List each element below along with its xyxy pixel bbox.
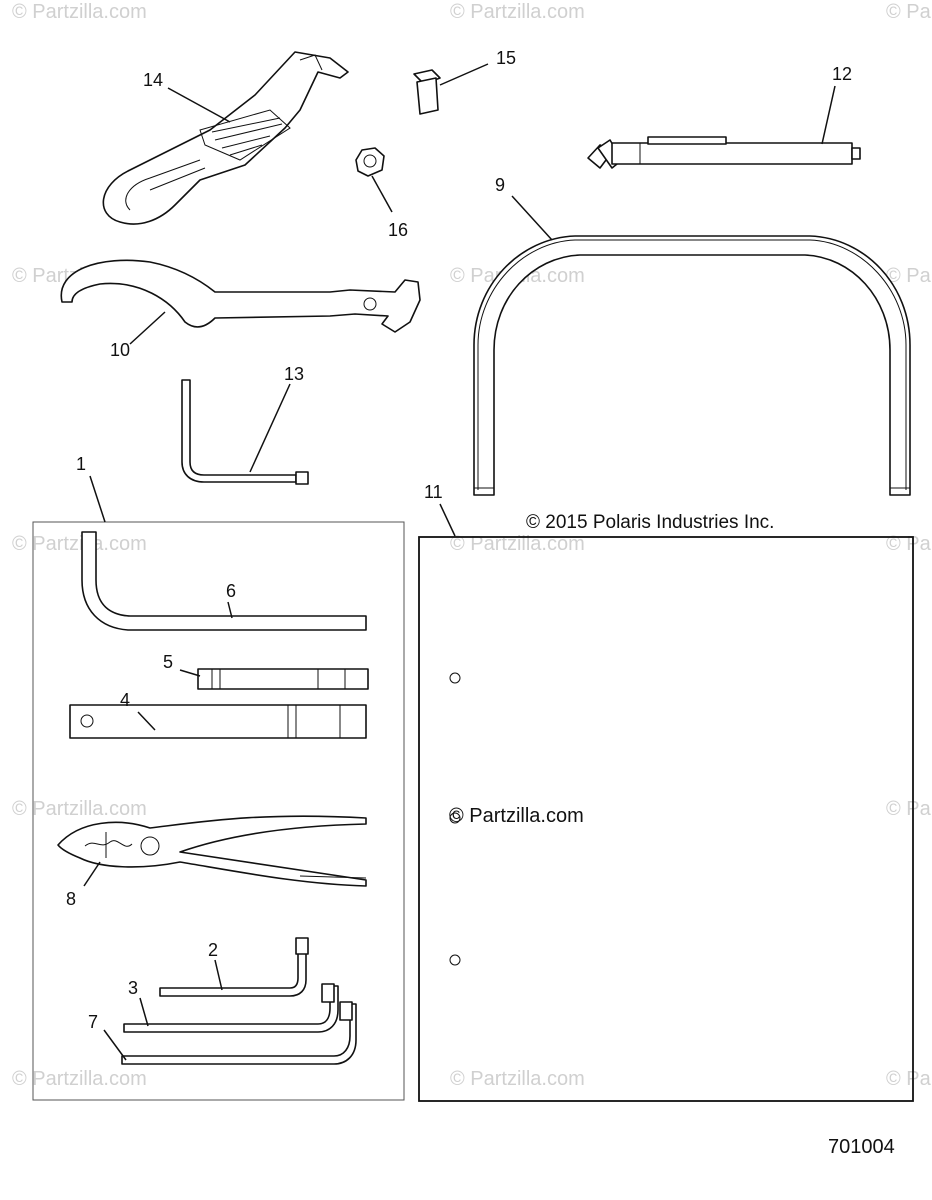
part-10-spanner[interactable]: [60, 259, 421, 333]
hole: [449, 812, 461, 824]
callout-5: 5: [163, 652, 173, 672]
part-12-tube[interactable]: [587, 136, 861, 169]
watermark: © Partzilla.com: [886, 265, 932, 287]
watermark: © Partzilla.com: [886, 1, 932, 23]
callout-6: 6: [226, 581, 236, 601]
watermark: © Partzilla.com: [886, 533, 932, 555]
part-6-key[interactable]: [81, 531, 367, 631]
diagram-ref: 701004: [828, 1136, 895, 1158]
part-11-manual[interactable]: [418, 536, 914, 1102]
callout-14: 14: [143, 70, 163, 90]
center-watermark: © Partzilla.com: [449, 805, 584, 827]
callout-16: 16: [388, 220, 408, 240]
watermark: © Partzilla.com: [12, 533, 147, 555]
callout-10: 10: [110, 340, 130, 360]
part-13-hex-key[interactable]: [181, 379, 309, 485]
watermark: © Partzilla.com: [12, 1068, 147, 1090]
watermark: © Partzilla.com: [450, 1, 585, 23]
kit-1-box: [32, 521, 405, 1101]
callout-2: 2: [208, 940, 218, 960]
callout-7: 7: [88, 1012, 98, 1032]
callout-4: 4: [120, 690, 130, 710]
callout-8: 8: [66, 889, 76, 909]
callout-9: 9: [495, 175, 505, 195]
part-5-socket[interactable]: [197, 668, 369, 690]
part-4-wrench[interactable]: [69, 704, 367, 739]
watermark: © Partzilla.com: [450, 1068, 585, 1090]
hole: [449, 954, 461, 966]
part-8-pliers[interactable]: [57, 815, 367, 887]
watermark: © Partzilla.com: [886, 798, 932, 820]
watermark: © Partzilla.com: [450, 533, 585, 555]
callout-13: 13: [284, 364, 304, 384]
part-15-bolt[interactable]: [413, 69, 441, 115]
watermark: © Partzilla.com: [12, 1, 147, 23]
copyright: © 2015 Polaris Industries Inc.: [526, 512, 774, 533]
callout-3: 3: [128, 978, 138, 998]
part-7-hex-key[interactable]: [121, 1001, 357, 1065]
callout-15: 15: [496, 48, 516, 68]
callout-1: 1: [76, 454, 86, 474]
part-3-hex-key[interactable]: [123, 983, 339, 1033]
part-16-nut[interactable]: [355, 147, 385, 177]
part-14-strap[interactable]: [102, 51, 349, 225]
part-9-frame[interactable]: [473, 235, 911, 496]
watermark: © Partzilla.com: [886, 1068, 932, 1090]
watermark: © Partzilla.com: [12, 798, 147, 820]
hole: [449, 672, 461, 684]
part-2-hex-key[interactable]: [159, 937, 309, 997]
callout-12: 12: [832, 64, 852, 84]
callout-11: 11: [424, 482, 443, 502]
